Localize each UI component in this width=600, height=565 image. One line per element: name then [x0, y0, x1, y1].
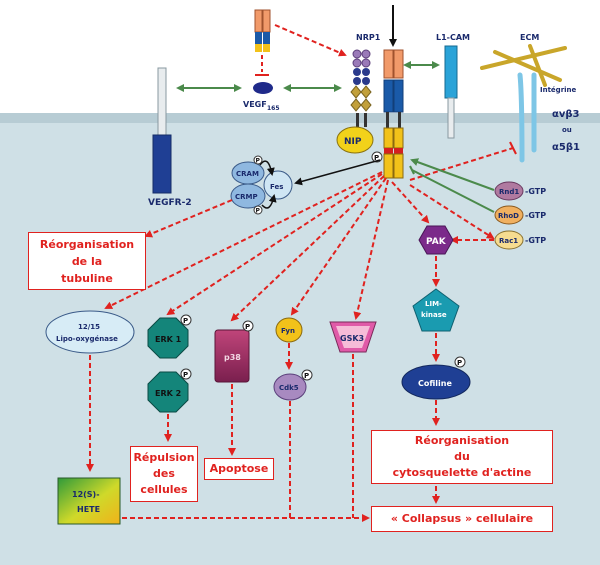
integrin-a5b1-label: α5β1 — [552, 142, 580, 153]
erk2-kinase — [147, 371, 189, 413]
gsk3-label: GSK3 — [340, 334, 364, 343]
fes-label: Fes — [270, 183, 283, 191]
fyn-kinase — [275, 317, 303, 343]
tubuline-line-1: Réorganisation — [39, 238, 135, 251]
cell-membrane — [0, 113, 600, 123]
plexin-receptor — [383, 49, 404, 179]
cofiline-phospho-label: P — [457, 359, 462, 367]
erk2-label: ERK 2 — [155, 389, 181, 398]
lipoxygenase-label-2: Lipo-oxygénase — [56, 335, 118, 343]
rac1-gtp-label: -GTP — [525, 236, 546, 245]
rhod-label: RhoD — [498, 212, 519, 220]
collapsus-box: « Collapsus » cellulaire — [371, 506, 553, 532]
cell-repulsion-box: Répulsion des cellules — [130, 446, 198, 502]
integrin-avb3-label: αvβ3 — [552, 109, 580, 120]
fyn-label: Fyn — [281, 327, 295, 335]
plexin-phospho-label: P — [374, 154, 379, 162]
pak-kinase — [418, 225, 454, 255]
integrin-receptor — [517, 72, 537, 163]
repulsion-line-1: Répulsion — [133, 451, 195, 464]
erk1-kinase — [147, 317, 189, 359]
rhod-gtpase — [494, 205, 524, 225]
lim-label-2: kinase — [421, 311, 447, 319]
rnd1-gtpase — [494, 181, 524, 201]
crmp-phospho-label: P — [256, 208, 261, 215]
vegf165-ligand — [253, 82, 273, 94]
actin-reorganization-box: Réorganisation du cytosquelette d'actine — [371, 430, 553, 484]
hete-metabolite — [57, 477, 121, 525]
lim-label-1: LIM- — [425, 300, 442, 308]
apoptose-box: Apoptose — [204, 458, 274, 480]
actine-line-1: Réorganisation — [414, 434, 510, 447]
rnd1-gtp-label: -GTP — [525, 187, 546, 196]
vegf-label: VEGF — [243, 100, 267, 109]
actine-line-3: cytosquelette d'actine — [392, 466, 532, 479]
vegfr2-receptor — [152, 67, 172, 194]
repulsion-line-3: cellules — [140, 483, 188, 496]
collapsus-text: « Collapsus » cellulaire — [390, 512, 534, 525]
pak-label: PAK — [426, 237, 447, 247]
cdk5-kinase — [273, 373, 307, 401]
cdk5-phospho-label: P — [304, 372, 309, 380]
erk1-phospho-label: P — [183, 317, 188, 325]
vegfr2-label: VEGFR-2 — [148, 198, 192, 208]
lipoxygenase-label-1: 12/15 — [78, 323, 100, 331]
l1cam-receptor — [444, 45, 458, 139]
p38-kinase — [214, 329, 250, 383]
nrp1-receptor — [350, 49, 372, 127]
cofiline-protein — [401, 364, 471, 400]
collapsus-arrows — [122, 354, 440, 522]
erk2-phospho-label: P — [183, 371, 188, 379]
crmp-label: CRMP — [235, 193, 258, 201]
fes-kinase — [263, 170, 293, 200]
cdk5-label: Cdk5 — [279, 384, 299, 392]
rac1-gtpase — [494, 230, 524, 250]
nrp1-label: NRP1 — [356, 33, 381, 42]
tubuline-reorganization-box: Réorganisation de la tubuline — [28, 232, 146, 290]
crmp-protein — [230, 183, 266, 209]
ecm-label: ECM — [520, 33, 539, 42]
l1cam-label: L1-CAM — [436, 33, 470, 42]
repulsion-line-2: des — [153, 467, 175, 480]
hete-label-1: 12(S)- — [72, 490, 100, 499]
integrin-or-label: ou — [562, 126, 572, 134]
rhod-gtp-label: -GTP — [525, 211, 546, 220]
integrine-label: Intégrine — [540, 86, 577, 94]
nip-protein — [336, 126, 374, 154]
erk1-label: ERK 1 — [155, 335, 182, 344]
cram-phospho-label: P — [256, 158, 261, 165]
lipoxygenase-enzyme — [45, 310, 135, 354]
cofiline-label: Cofiline — [418, 379, 452, 388]
p38-phospho-label: P — [245, 323, 250, 331]
downstream-arrows — [104, 171, 430, 322]
vegf-subscript: 165 — [267, 105, 280, 112]
rac1-label: Rac1 — [499, 237, 518, 245]
lim-kinase — [412, 288, 460, 332]
p38-label: p38 — [224, 353, 241, 362]
nip-label: NIP — [344, 137, 362, 147]
tubuline-line-2: de la — [71, 255, 103, 268]
hete-label-2: HETE — [77, 505, 100, 514]
semaphorin-dimer — [254, 9, 271, 52]
apoptose-text: Apoptose — [209, 462, 269, 475]
actine-line-2: du — [454, 450, 470, 463]
rnd1-label: Rnd1 — [499, 188, 519, 196]
tubuline-line-3: tubuline — [61, 272, 113, 285]
cram-label: CRAM — [236, 170, 259, 178]
ecm-fibers — [480, 44, 567, 87]
